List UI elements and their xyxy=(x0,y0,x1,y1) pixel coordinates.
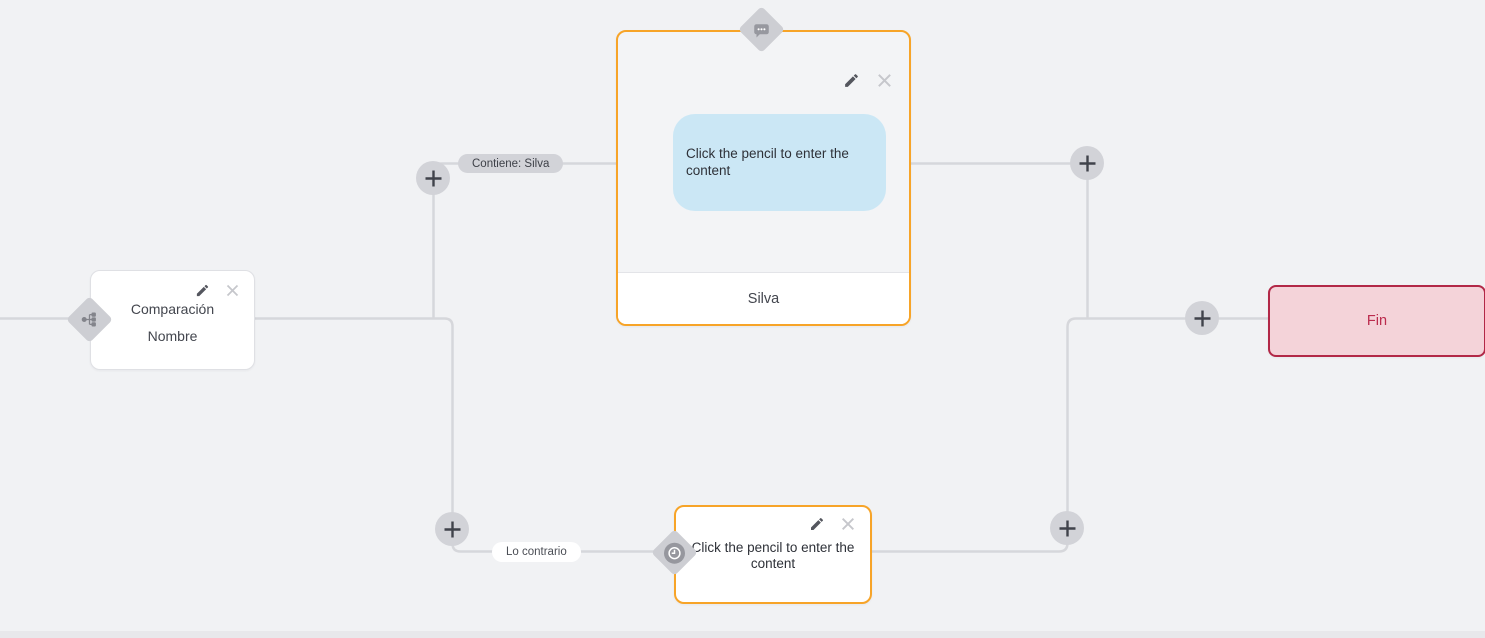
close-icon[interactable] xyxy=(224,282,241,299)
end-node-label: Fin xyxy=(1366,313,1388,329)
branch-icon xyxy=(81,311,98,328)
wait-placeholder-text: Click the pencil to enter the content xyxy=(691,540,855,572)
plus-icon xyxy=(444,521,460,537)
message-placeholder-text: Click the pencil to enter the content xyxy=(686,146,849,178)
close-icon[interactable] xyxy=(839,515,856,532)
canvas-bottom-edge xyxy=(0,631,1485,638)
plus-icon xyxy=(1194,310,1210,326)
comparison-node-badge[interactable] xyxy=(65,295,113,343)
end-node[interactable]: Fin xyxy=(1268,285,1485,357)
edit-pencil-icon[interactable] xyxy=(843,72,860,89)
chat-bubble-icon xyxy=(751,20,771,40)
message-node-footer: Silva xyxy=(618,272,909,324)
message-node-name: Silva xyxy=(747,290,780,307)
add-node-button[interactable] xyxy=(1185,301,1219,335)
plus-icon xyxy=(1079,155,1095,171)
node-title: Comparación xyxy=(130,301,215,317)
edge-label-contains[interactable]: Contiene: Silva xyxy=(458,154,564,173)
wait-node-badge[interactable] xyxy=(650,528,698,576)
close-icon[interactable] xyxy=(876,72,893,89)
message-node[interactable]: Click the pencil to enter the content Si… xyxy=(616,30,911,326)
edit-pencil-icon[interactable] xyxy=(194,282,211,299)
message-node-badge[interactable] xyxy=(737,6,785,53)
plus-icon xyxy=(1059,520,1075,536)
edit-pencil-icon[interactable] xyxy=(808,515,825,532)
wait-node[interactable]: Click the pencil to enter the content xyxy=(674,505,872,604)
message-preview-bubble: Click the pencil to enter the content xyxy=(673,114,886,211)
add-node-button[interactable] xyxy=(1070,146,1104,180)
node-subtitle: Nombre xyxy=(147,328,198,344)
edge-label-otherwise[interactable]: Lo contrario xyxy=(492,542,581,562)
plus-icon xyxy=(425,170,441,186)
add-node-button[interactable] xyxy=(416,161,450,195)
add-node-button[interactable] xyxy=(435,512,469,546)
add-node-button[interactable] xyxy=(1050,511,1084,545)
clock-icon xyxy=(663,541,685,563)
comparison-node[interactable]: Comparación Nombre xyxy=(90,270,255,370)
